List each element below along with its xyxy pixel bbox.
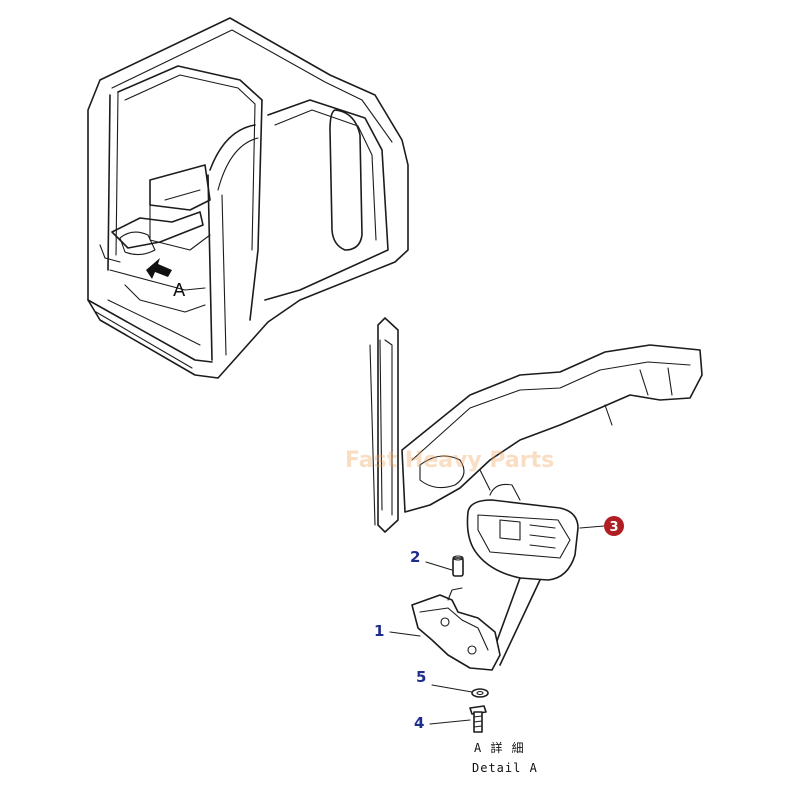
console-frame [369,317,703,666]
detail-caption-en: Detail A [472,761,538,775]
view-arrow-icon [146,258,172,279]
callout-4: 4 [414,714,471,732]
svg-text:4: 4 [414,714,424,732]
callout-2: 2 [410,548,453,571]
part-4-bolt [469,705,487,733]
svg-text:1: 1 [374,622,384,640]
svg-text:5: 5 [416,668,426,686]
svg-text:3: 3 [609,520,618,535]
highlight-badge [604,516,624,536]
callout-3-highlighted: 3 [579,516,624,536]
cab-outline: A [87,17,409,379]
detail-caption-jp: A 詳 細 [474,740,525,755]
callout-5: 5 [416,668,473,693]
callout-1: 1 [374,622,421,640]
part-5-washer [471,688,489,698]
watermark: Fast Heavy Parts [345,448,554,473]
view-label: A [173,280,186,301]
svg-text:2: 2 [410,548,420,566]
part-1-bracket [411,587,501,671]
part-2-pin [452,555,464,577]
